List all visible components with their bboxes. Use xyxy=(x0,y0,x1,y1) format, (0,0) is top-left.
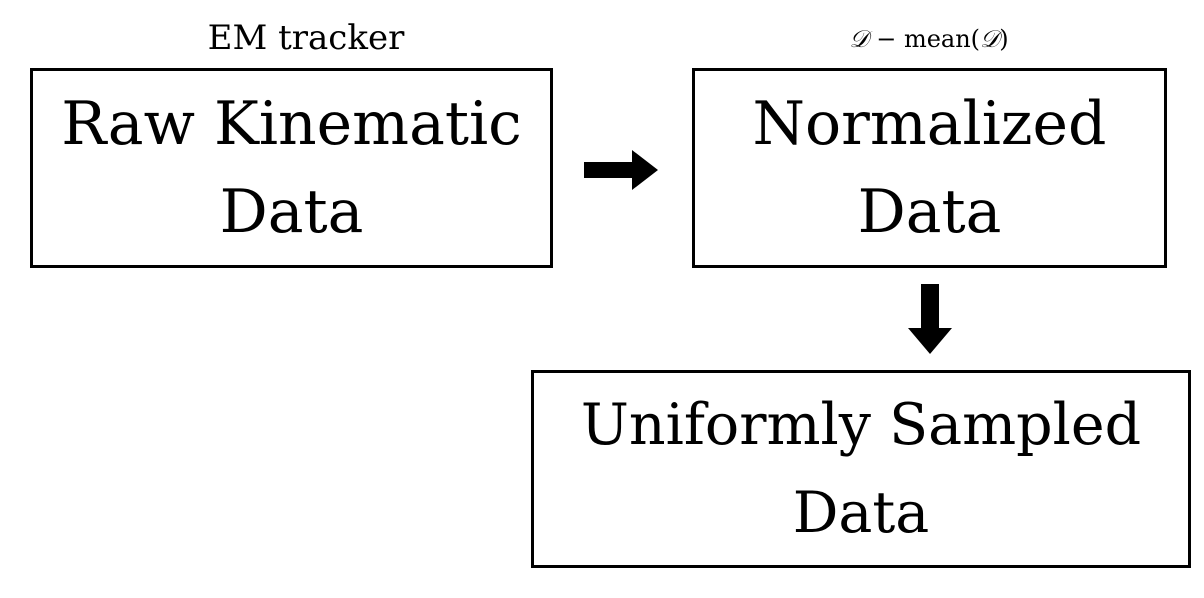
normalized-box-line1: Normalized xyxy=(752,89,1107,159)
arrow-down-icon xyxy=(908,284,952,354)
formula-symbol-d-inner: 𝒟 xyxy=(980,25,1000,53)
raw-box-line2: Data xyxy=(219,177,364,247)
formula-symbol-d: 𝒟 xyxy=(849,25,869,53)
normalized-box-line2: Data xyxy=(857,177,1002,247)
arrow-right-icon xyxy=(584,150,658,190)
uniform-box-line1: Uniformly Sampled xyxy=(580,392,1142,458)
normalized-data-box: Normalized Data xyxy=(692,68,1167,268)
uniform-box-line2: Data xyxy=(792,480,930,546)
em-tracker-label: EM tracker xyxy=(207,18,405,58)
formula-close-paren: ) xyxy=(999,25,1009,53)
uniformly-sampled-data-box: Uniformly Sampled Data xyxy=(531,370,1191,568)
raw-box-line1: Raw Kinematic xyxy=(61,89,522,159)
raw-kinematic-data-box: Raw Kinematic Data xyxy=(30,68,553,268)
formula-mean-op: − mean( xyxy=(868,25,981,53)
normalization-formula-label: 𝒟 − mean(𝒟) xyxy=(692,24,1166,54)
